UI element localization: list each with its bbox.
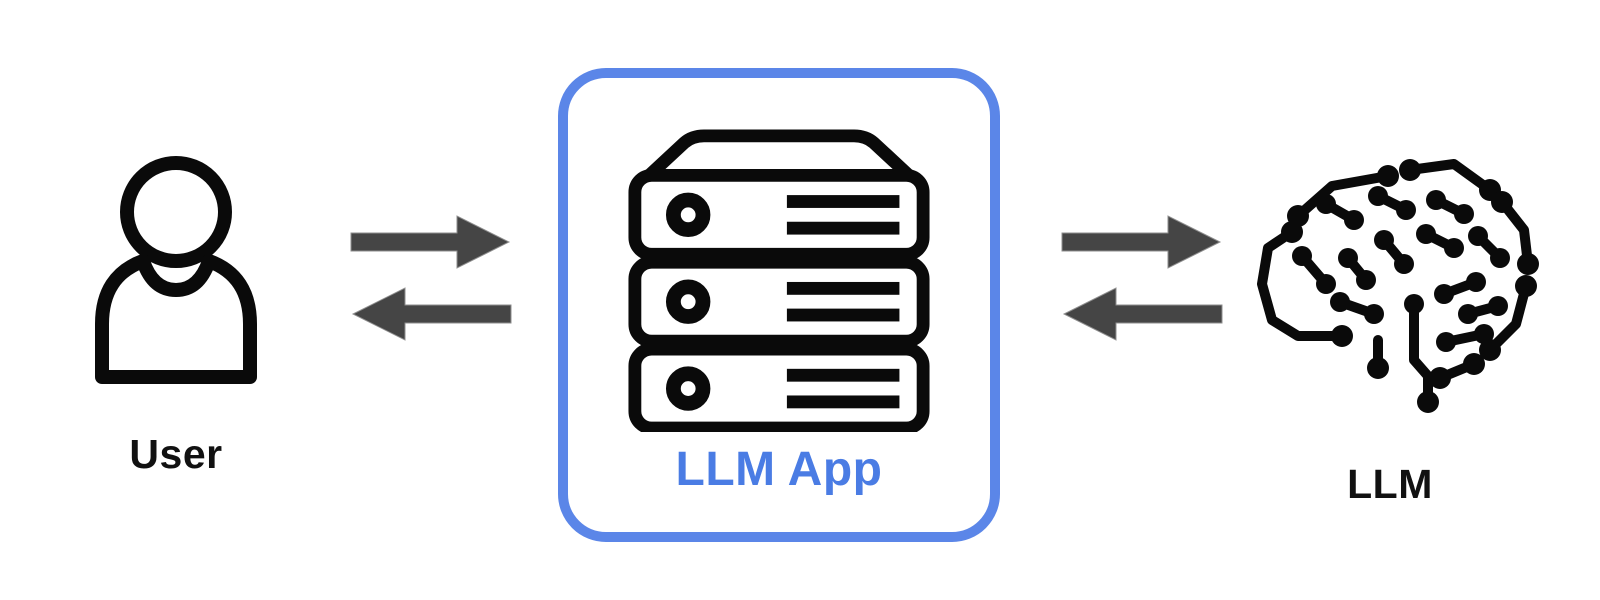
node-llm-app: LLM App	[558, 68, 1000, 542]
llm-app-label: LLM App	[675, 443, 883, 496]
person-icon	[94, 156, 257, 384]
connection-user-llmapp	[350, 213, 512, 343]
node-llm: LLM	[1238, 134, 1542, 505]
server-stack-icon	[628, 129, 930, 432]
user-label: User	[129, 431, 223, 477]
node-user: User	[70, 156, 282, 475]
arrow-left-icon	[1062, 287, 1223, 341]
arrow-right-icon	[1061, 215, 1222, 269]
circuit-brain-icon	[1257, 159, 1539, 413]
arrow-left-icon	[351, 287, 512, 341]
connection-llmapp-llm	[1061, 213, 1223, 343]
arrow-right-icon	[350, 215, 511, 269]
llm-label: LLM	[1347, 461, 1433, 507]
